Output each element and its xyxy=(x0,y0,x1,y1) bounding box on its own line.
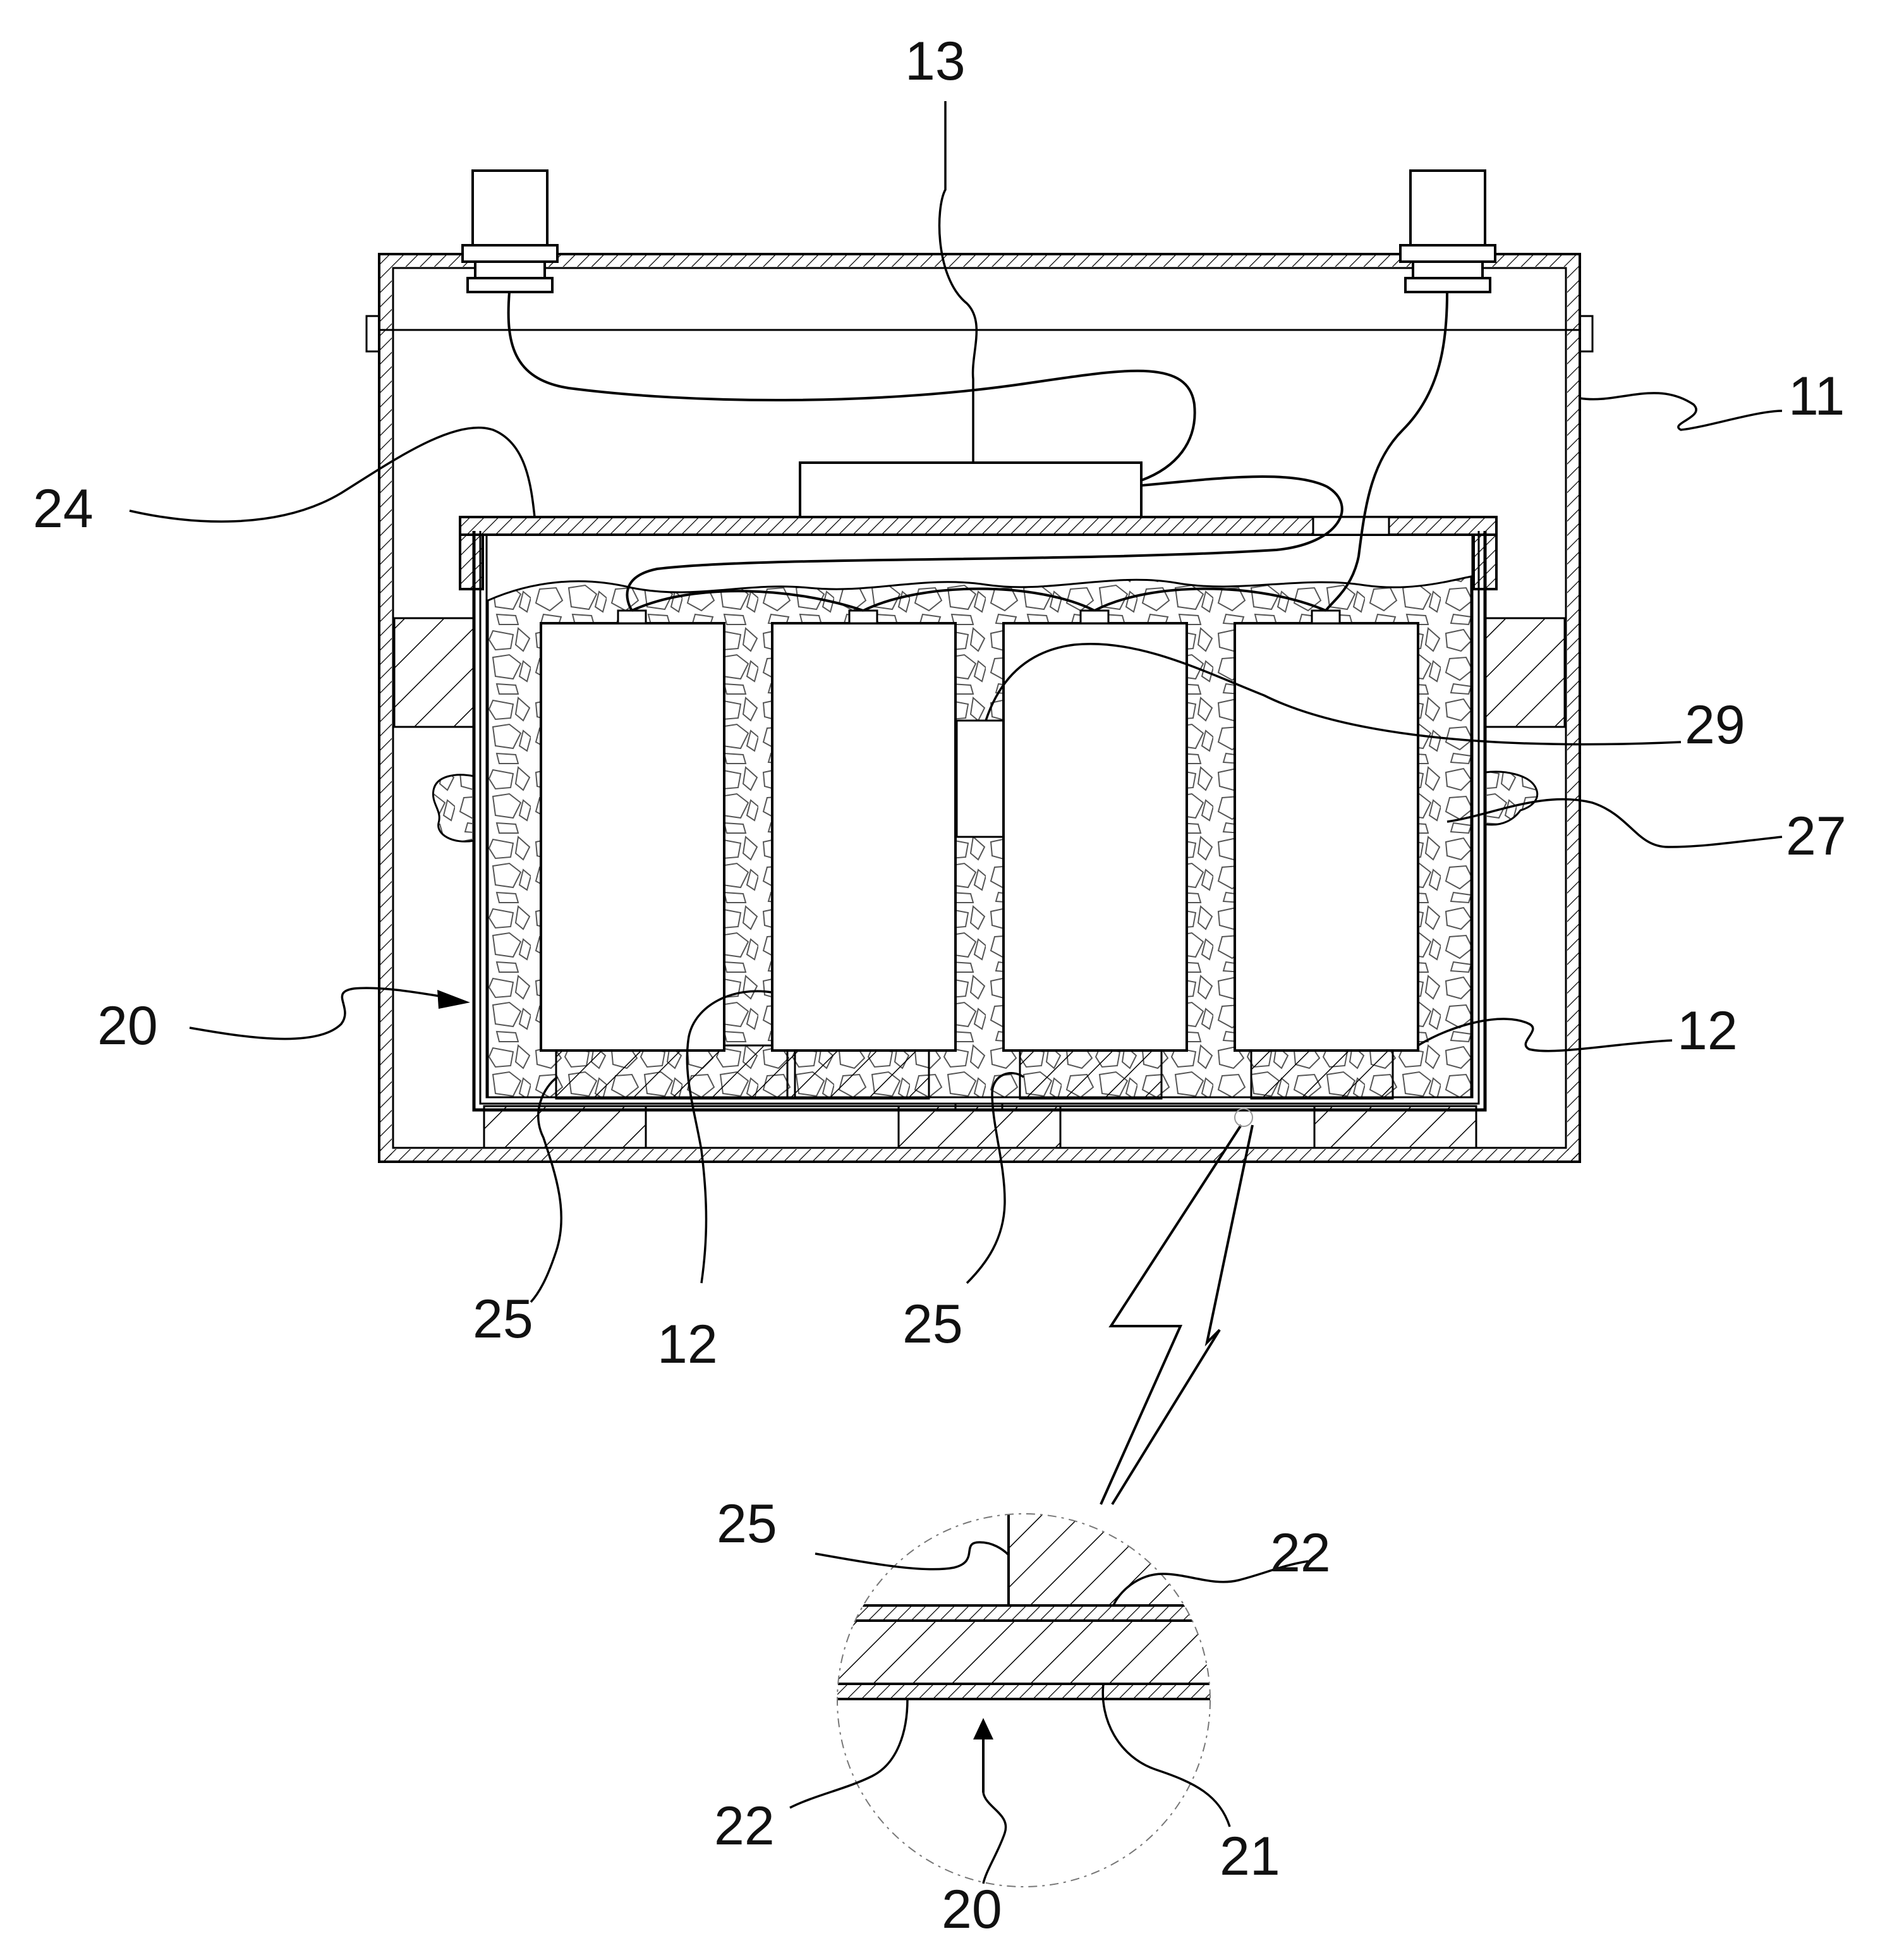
cell-3 xyxy=(1002,609,1188,1052)
cell-1 xyxy=(540,609,725,1052)
label-22-right: 22 xyxy=(1270,1523,1331,1583)
inner-container xyxy=(432,516,1538,1112)
label-12-bottom: 12 xyxy=(657,1314,718,1375)
label-25-middle: 25 xyxy=(902,1294,963,1355)
label-27: 27 xyxy=(1786,806,1846,867)
label-21: 21 xyxy=(1220,1826,1280,1887)
label-25-left: 25 xyxy=(473,1289,533,1349)
bottom-support-blocks xyxy=(483,1105,1477,1149)
wiring xyxy=(507,291,1448,612)
label-20-left: 20 xyxy=(97,996,158,1056)
label-25-detail: 25 xyxy=(717,1494,777,1554)
detail-magnifier xyxy=(837,1108,1254,1887)
label-11: 11 xyxy=(1788,366,1845,427)
label-29: 29 xyxy=(1685,695,1745,755)
control-module xyxy=(799,461,1143,518)
label-13: 13 xyxy=(905,31,966,92)
leader-lines xyxy=(129,101,1783,1884)
label-12-right: 12 xyxy=(1677,1001,1738,1061)
reference-numerals: 13 11 24 29 27 20 12 25 12 25 25 22 22 2… xyxy=(33,31,1846,1940)
side-spacer-blocks xyxy=(393,617,1566,728)
label-20-detail: 20 xyxy=(942,1879,1002,1940)
label-24: 24 xyxy=(33,478,94,539)
battery-cells xyxy=(540,609,1419,1052)
outer-case xyxy=(365,253,1594,1163)
label-22-left: 22 xyxy=(714,1796,775,1856)
terminal-right xyxy=(1399,169,1496,293)
cell-2 xyxy=(771,609,957,1052)
terminal-left xyxy=(461,169,559,293)
cell-4 xyxy=(1234,609,1419,1052)
